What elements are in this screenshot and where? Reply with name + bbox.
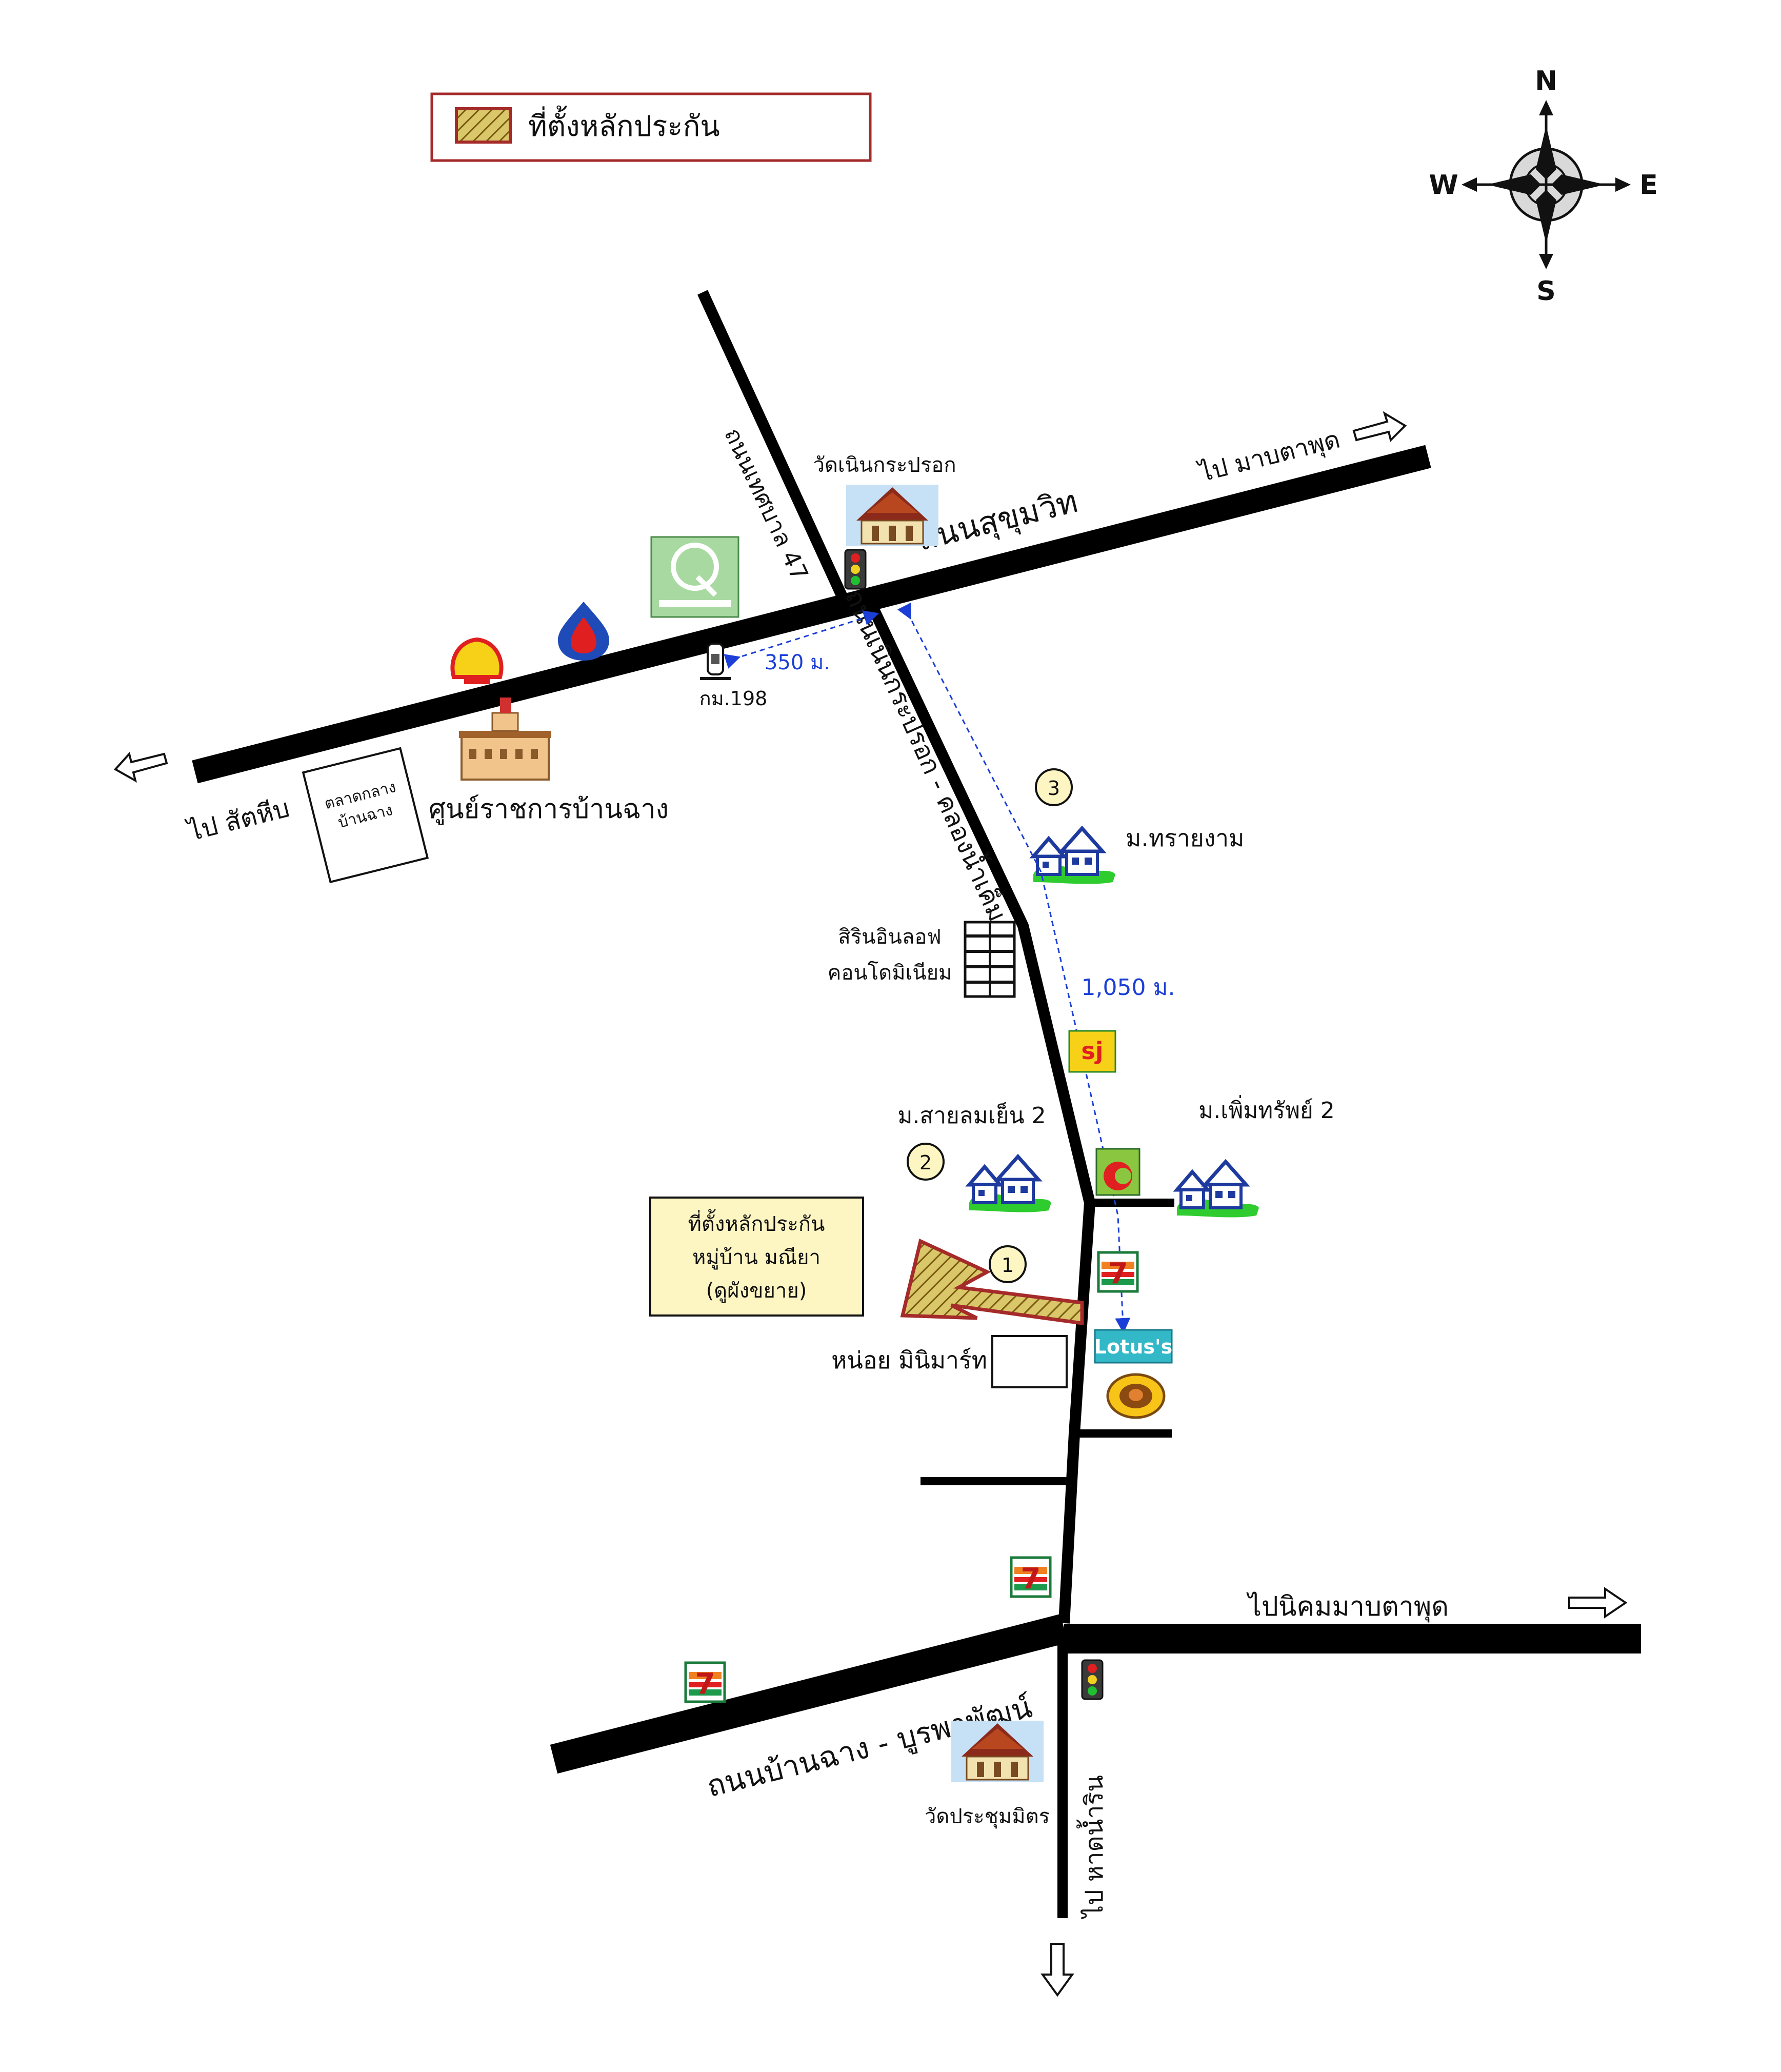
compass-n: N: [1535, 66, 1557, 96]
sj-logo-icon: sj: [1068, 1030, 1116, 1073]
marker-2: 2: [919, 1151, 932, 1174]
label-village-2: ม.สายลมเย็น 2: [897, 1102, 1046, 1129]
svg-text:sj: sj: [1081, 1037, 1103, 1065]
callout-line3: (ดูผังขยาย): [706, 1279, 807, 1303]
compass-rose: N S E W: [1429, 66, 1657, 307]
label-minimart: หน่อย มินิมาร์ท: [831, 1346, 987, 1374]
label-wat-prachum: วัดประชุมมิตร: [925, 1805, 1050, 1829]
ptt-logo-icon: [558, 602, 609, 661]
seven-eleven-icon: [686, 1663, 725, 1702]
label-village-3: ม.ทรายงาม: [1126, 824, 1244, 852]
big-c-logo-icon: [1095, 1148, 1140, 1196]
arrow-to-industrial-icon: [1568, 1587, 1628, 1619]
restaurant-logo-icon: [1106, 1373, 1166, 1419]
arrow-to-nam-rin-icon: [1040, 1943, 1074, 1997]
legend: ที่ตั้งหลักประกัน: [430, 92, 872, 162]
label-village-permsap: ม.เพิ่มทรัพย์ 2: [1198, 1094, 1334, 1124]
traffic-light-icon: [1081, 1659, 1104, 1700]
legend-label: ที่ตั้งหลักประกัน: [528, 106, 720, 143]
lotus-logo-icon: Lotus's: [1094, 1329, 1173, 1364]
minimart-box: [991, 1335, 1068, 1388]
label-to-nam-rin: ไป หาดน้ำริน: [1076, 1775, 1109, 1920]
road-thetsaban47: [697, 290, 851, 608]
marker-1: 1: [1002, 1254, 1014, 1277]
seven-eleven-icon: [1098, 1252, 1137, 1291]
marker-1-circle: [989, 1245, 1027, 1283]
shell-logo-icon: [450, 637, 504, 684]
label-condo-line1: สิรินอินลอฟ: [838, 925, 941, 949]
gov-center-icon: [459, 698, 551, 781]
legend-swatch: [455, 107, 512, 144]
temple-icon: [845, 484, 939, 547]
compass-s: S: [1536, 276, 1555, 307]
condo-building-icon: [964, 921, 1016, 998]
label-lotus: Lotus's: [1094, 1336, 1172, 1358]
callout-line1: ที่ตั้งหลักประกัน: [688, 1209, 825, 1236]
compass-e: E: [1639, 170, 1658, 201]
label-to-sattahip: ไป สัตหีบ: [184, 793, 292, 847]
label-gov-center: ศูนย์ราชการบ้านฉาง: [429, 794, 669, 825]
village-house-icon: [1033, 828, 1115, 884]
distance-1050: 1,050 ม.: [1082, 974, 1175, 1001]
callout-line2: หมู่บ้าน มณียา: [692, 1246, 821, 1269]
village-house-icon: [969, 1157, 1051, 1212]
hotel-logo-icon: [650, 536, 739, 618]
label-to-industrial: ไปนิคมมาบตาพุด: [1246, 1591, 1449, 1623]
arrow-to-map-ta-phut-icon: [1352, 411, 1407, 442]
label-condo-line2: คอนโดมิเนียม: [828, 961, 952, 985]
village-house-icon: [1177, 1162, 1259, 1218]
label-wat-noen: วัดเนินกระปรอก: [813, 453, 956, 477]
seven-eleven-icon: [1011, 1558, 1050, 1597]
traffic-light-icon: [844, 549, 867, 590]
collateral-plot: [900, 1239, 1084, 1326]
road-sukhumvit: [192, 445, 1431, 784]
road-banchang-burapha: [550, 1613, 1068, 1774]
temple-icon: [950, 1720, 1045, 1783]
distance-line-350: [724, 610, 879, 669]
arrow-to-sattahip-icon: [113, 751, 168, 783]
market-box: ตลาดกลาง บ้านฉาง: [302, 747, 429, 884]
label-km-post: กม.198: [699, 687, 768, 710]
compass-w: W: [1429, 170, 1458, 201]
distance-350: 350 ม.: [765, 651, 830, 674]
marker-3: 3: [1048, 777, 1060, 800]
km-post-icon: [700, 643, 731, 680]
marker-2-circle: [907, 1143, 945, 1181]
label-noenkraprok: ถนนเนินกระปรอก - คลองน้ำเค็ม: [839, 584, 1016, 926]
collateral-callout: ที่ตั้งหลักประกัน หมู่บ้าน มณียา (ดูผังข…: [649, 1197, 864, 1317]
